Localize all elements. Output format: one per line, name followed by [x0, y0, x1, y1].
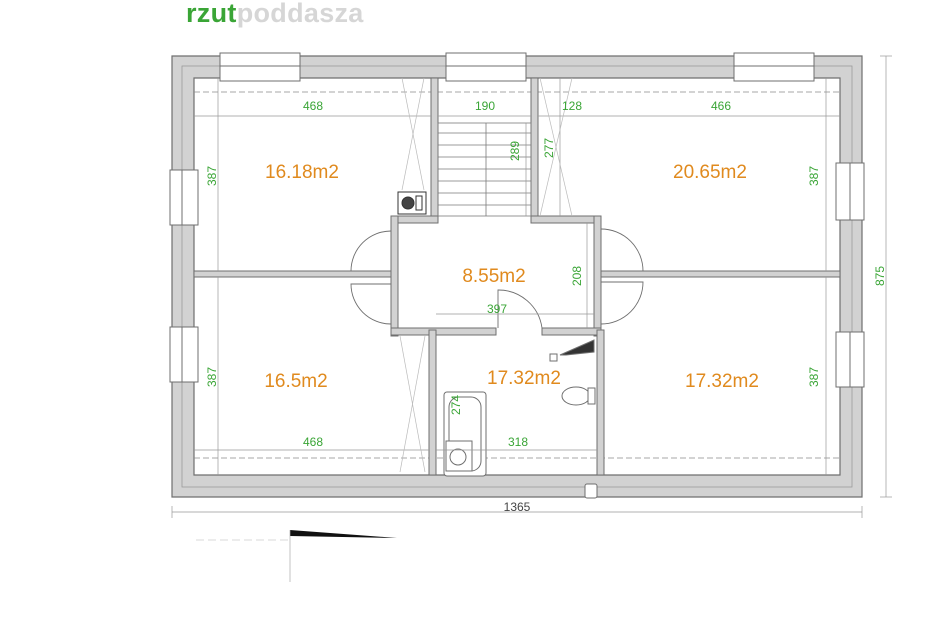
title-part-1: rzut	[186, 0, 237, 28]
dim-right-lower-height: 387	[807, 367, 821, 387]
doors	[350, 228, 644, 329]
plan-title: rzutpoddasza	[186, 0, 364, 28]
wall-hall-top-right	[530, 215, 602, 224]
vent	[584, 483, 598, 499]
dim-overall-width: 1365	[504, 500, 531, 514]
dim-right-upper-height: 387	[807, 166, 821, 186]
wall-right-partition	[600, 270, 841, 278]
window-left-upper	[169, 169, 199, 226]
dim-bathtub-length: 274	[449, 395, 463, 415]
dim-hall-height: 208	[570, 266, 584, 286]
window-top-middle	[445, 52, 527, 82]
wall-stair-left	[430, 77, 439, 219]
section-marker	[196, 530, 397, 582]
dim-top-right-width: 466	[711, 99, 731, 113]
windows	[169, 52, 865, 388]
dim-overall-height: 875	[873, 266, 887, 286]
dim-top-left-width: 468	[303, 99, 323, 113]
chimney	[397, 191, 427, 215]
window-top-left	[219, 52, 301, 82]
wall-left-partition	[193, 270, 392, 278]
dim-top-middle-width: 128	[562, 99, 582, 113]
dim-bottom-left-width: 468	[303, 435, 323, 449]
window-left-lower	[169, 326, 199, 383]
wall-hall-bottom-left	[390, 327, 497, 336]
wall-hall-right	[593, 215, 602, 337]
bathroom-fixtures	[443, 339, 598, 499]
door-bathroom	[497, 289, 543, 329]
dim-stair-length: 289	[508, 141, 522, 161]
dim-stair-side: 277	[542, 138, 556, 158]
dim-stair-width: 190	[475, 99, 495, 113]
wall-hall-bottom-right	[541, 327, 602, 336]
window-top-right	[733, 52, 815, 82]
dim-bathroom-width: 318	[508, 435, 528, 449]
dim-hall-width: 397	[487, 302, 507, 316]
room-area-bathroom: 17.32m2	[487, 368, 561, 389]
door-bottom-left-room	[350, 283, 392, 325]
wall-bathroom-right	[596, 329, 605, 476]
wall-bathroom-left	[428, 329, 437, 476]
staircase	[437, 122, 532, 217]
wall-stair-right	[530, 77, 539, 221]
door-top-left-room	[350, 230, 392, 272]
title-part-2: poddasza	[236, 0, 364, 28]
dim-left-upper-height: 387	[205, 166, 219, 186]
room-area-bottom-left: 16.5m2	[264, 371, 327, 392]
interior-walls	[193, 77, 841, 476]
room-areas: 16.18m2 20.65m2 8.55m2 16.5m2 17.32m2 17…	[264, 162, 759, 392]
dimension-labels: 468 190 128 466 289 277 387 387 387 387 …	[205, 99, 887, 514]
room-area-top-right: 20.65m2	[673, 162, 747, 183]
door-bottom-right-room	[600, 281, 644, 325]
room-area-bottom-right: 17.32m2	[685, 371, 759, 392]
dimension-lines	[171, 55, 892, 518]
wall-hall-left	[390, 215, 399, 337]
dim-left-lower-height: 387	[205, 367, 219, 387]
room-area-top-left: 16.18m2	[265, 162, 339, 183]
door-top-right-room	[600, 228, 644, 272]
toilet	[561, 386, 591, 406]
room-area-hall: 8.55m2	[462, 266, 525, 287]
washbasin-counter	[559, 339, 595, 356]
